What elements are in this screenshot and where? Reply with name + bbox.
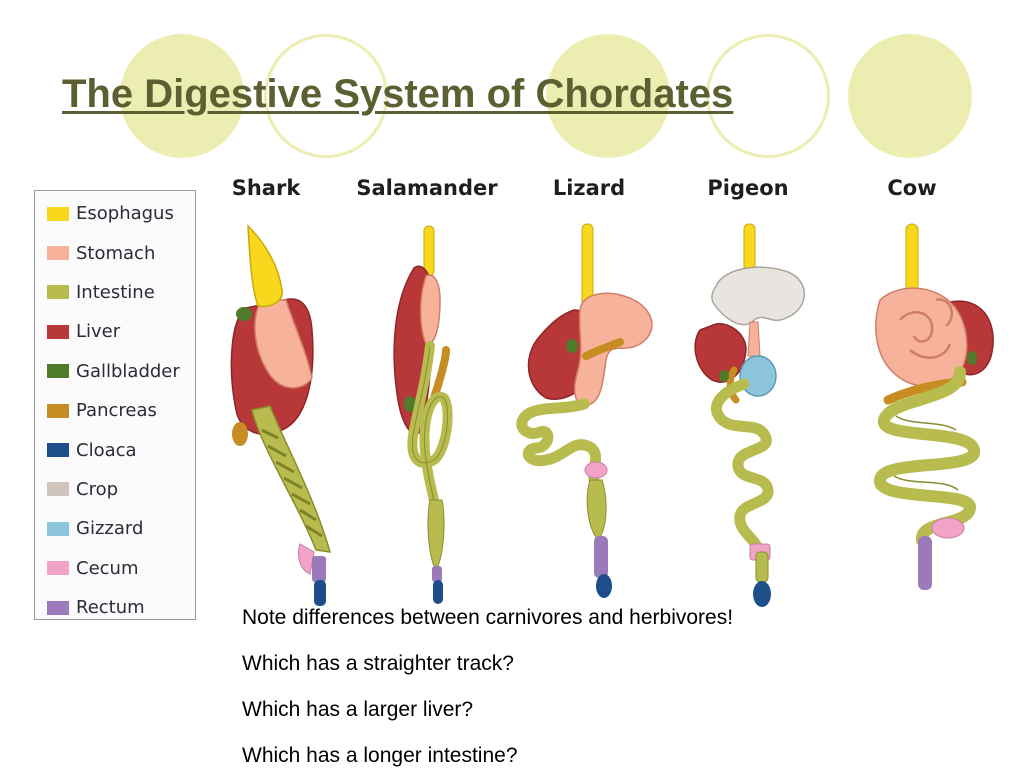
decorative-ring [264, 34, 388, 158]
legend-swatch [47, 482, 69, 497]
shark-cecum [297, 543, 315, 575]
question-larger-liver: Which has a larger liver? [242, 698, 474, 721]
cow-intestine [874, 366, 980, 546]
legend-swatch [47, 600, 69, 615]
salamander-rectum-segment [427, 499, 445, 572]
lizard-colon [586, 479, 607, 541]
legend-swatch [47, 285, 69, 300]
shark-gallbladder [236, 307, 252, 321]
legend-label: Liver [76, 321, 121, 343]
legend-item: Pancreas [35, 391, 195, 430]
legend-label: Cloaca [76, 439, 137, 461]
shark-spiral-valve [261, 428, 323, 538]
legend-label: Pancreas [76, 400, 157, 422]
cow-intestine-coils [893, 415, 959, 491]
cow-stomach-chambers [899, 298, 954, 359]
legend-swatch [47, 324, 69, 339]
pigeon-intestine [710, 378, 774, 554]
lizard-digestive-tract [516, 223, 653, 598]
legend-swatch [47, 206, 69, 221]
cow-digestive-tract [874, 223, 994, 590]
shark-esophagus [247, 224, 283, 308]
legend-swatch [47, 521, 69, 536]
legend-item: Gizzard [35, 509, 195, 548]
legend-label: Gizzard [76, 518, 144, 540]
lizard-cecum [584, 461, 608, 479]
animal-label-shark: Shark [231, 176, 301, 200]
question-longer-intestine: Which has a longer intestine? [242, 744, 518, 767]
shark-intestine [251, 405, 332, 553]
decorative-ring [706, 34, 830, 158]
legend-item: Liver [35, 312, 195, 351]
lizard-pancreas [582, 338, 624, 360]
lizard-stomach [573, 292, 653, 407]
animal-label-lizard: Lizard [552, 176, 626, 200]
lizard-intestine [516, 398, 602, 486]
shark-rectum [312, 556, 326, 582]
salamander-rectum [432, 566, 442, 582]
salamander-esophagus [423, 225, 435, 277]
question-straighter-track: Which has a straighter track? [242, 652, 514, 675]
legend-item: Gallbladder [35, 352, 195, 391]
legend-swatch [47, 561, 69, 576]
cow-gallbladder [967, 351, 977, 365]
slide-title: The Digestive System of Chordates [62, 72, 734, 116]
salamander-stomach [419, 274, 441, 345]
cow-esophagus [905, 223, 919, 295]
pigeon-gallbladder [719, 370, 729, 382]
pigeon-crop [711, 266, 806, 326]
cow-rectum [918, 536, 932, 590]
pigeon-esophagus [743, 223, 756, 273]
cow-cecum [931, 517, 965, 539]
legend-item: Rectum [35, 588, 195, 627]
animal-label-pigeon: Pigeon [707, 176, 789, 200]
shark-digestive-tract [230, 224, 332, 606]
legend-label: Crop [76, 478, 119, 500]
legend-label: Rectum [76, 597, 145, 619]
legend-swatch [47, 403, 69, 418]
lizard-gallbladder [566, 339, 578, 353]
salamander-digestive-tract [393, 225, 453, 604]
animal-label-cow: Cow [887, 176, 937, 200]
decorative-circle [546, 34, 670, 158]
legend-swatch [47, 364, 69, 379]
pigeon-cloaca [753, 581, 771, 607]
legend-item: Esophagus [35, 194, 195, 233]
pigeon-gizzard [739, 355, 777, 397]
salamander-gallbladder [404, 396, 416, 412]
legend-swatch [47, 246, 69, 261]
lizard-cloaca [596, 574, 612, 598]
legend-swatch [47, 443, 69, 458]
pigeon-proventriculus [747, 321, 761, 357]
pigeon-rectum [755, 551, 769, 583]
salamander-cloaca [433, 580, 443, 604]
legend-label: Intestine [76, 281, 155, 303]
pigeon-digestive-tract [694, 223, 806, 607]
shark-pancreas [232, 422, 248, 446]
legend-label: Cecum [76, 557, 139, 579]
note-carnivores-herbivores: Note differences between carnivores and … [242, 606, 734, 629]
legend-item: Stomach [35, 233, 195, 272]
shark-cloaca [314, 580, 326, 606]
lizard-rectum [594, 536, 608, 578]
decorative-circle [848, 34, 972, 158]
salamander-intestine-outline [412, 345, 449, 521]
legend-item: Cecum [35, 549, 195, 588]
legend-label: Esophagus [76, 203, 174, 225]
shark-stomach [254, 299, 313, 389]
animal-label-salamander: Salamander [356, 176, 498, 200]
legend-item: Crop [35, 470, 195, 509]
legend-label: Gallbladder [76, 360, 180, 382]
legend-item: Cloaca [35, 430, 195, 469]
legend-label: Stomach [76, 242, 156, 264]
decorative-circle [120, 34, 244, 158]
legend-item: Intestine [35, 273, 195, 312]
